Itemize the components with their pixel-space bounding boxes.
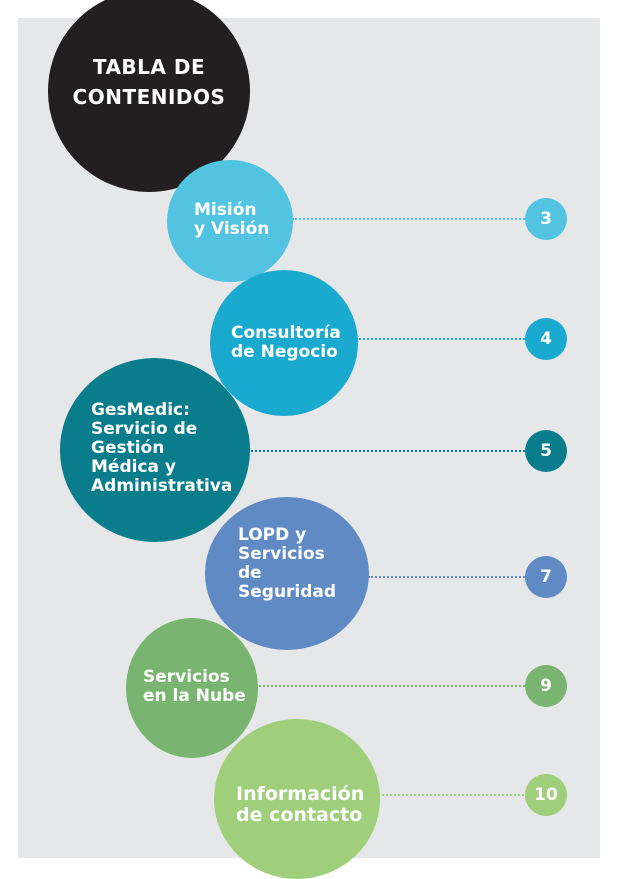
- toc-label-lopd: LOPD y Servicios de Seguridad: [238, 525, 337, 602]
- toc-title-circle: TABLA DE CONTENIDOS: [48, 0, 250, 192]
- toc-circle-consultoria[interactable]: Consultoría de Negocio: [210, 270, 358, 416]
- page-number-gesmedic[interactable]: 5: [525, 430, 567, 472]
- toc-circle-contacto[interactable]: Información de contacto: [214, 719, 380, 879]
- page-number-contacto[interactable]: 10: [525, 774, 567, 816]
- leader-dots-6: [378, 794, 536, 796]
- leader-dots-5: [256, 685, 536, 687]
- leader-dots-4: [368, 576, 536, 578]
- page-number-mision[interactable]: 3: [525, 198, 567, 240]
- toc-label-mision: Misión y Visión: [194, 200, 270, 239]
- toc-label-contacto: Información de contacto: [236, 783, 365, 826]
- leader-dots-2: [356, 338, 536, 340]
- toc-circle-nube[interactable]: Servicios en la Nube: [126, 618, 258, 758]
- toc-label-consultoria: Consultoría de Negocio: [231, 323, 341, 362]
- toc-circle-mision[interactable]: Misión y Visión: [167, 160, 293, 282]
- page-number-nube[interactable]: 9: [525, 665, 567, 707]
- toc-title: TABLA DE CONTENIDOS: [72, 55, 226, 109]
- page-number-lopd[interactable]: 7: [525, 556, 567, 598]
- leader-dots-3: [248, 450, 536, 452]
- leader-dots-1: [292, 218, 536, 220]
- page-number-consultoria[interactable]: 4: [525, 318, 567, 360]
- toc-circle-lopd[interactable]: LOPD y Servicios de Seguridad: [205, 497, 369, 650]
- toc-circle-gesmedic[interactable]: GesMedic: Servicio de Gestión Médica y A…: [60, 358, 250, 542]
- toc-label-nube: Servicios en la Nube: [143, 667, 246, 706]
- toc-label-gesmedic: GesMedic: Servicio de Gestión Médica y A…: [91, 400, 233, 496]
